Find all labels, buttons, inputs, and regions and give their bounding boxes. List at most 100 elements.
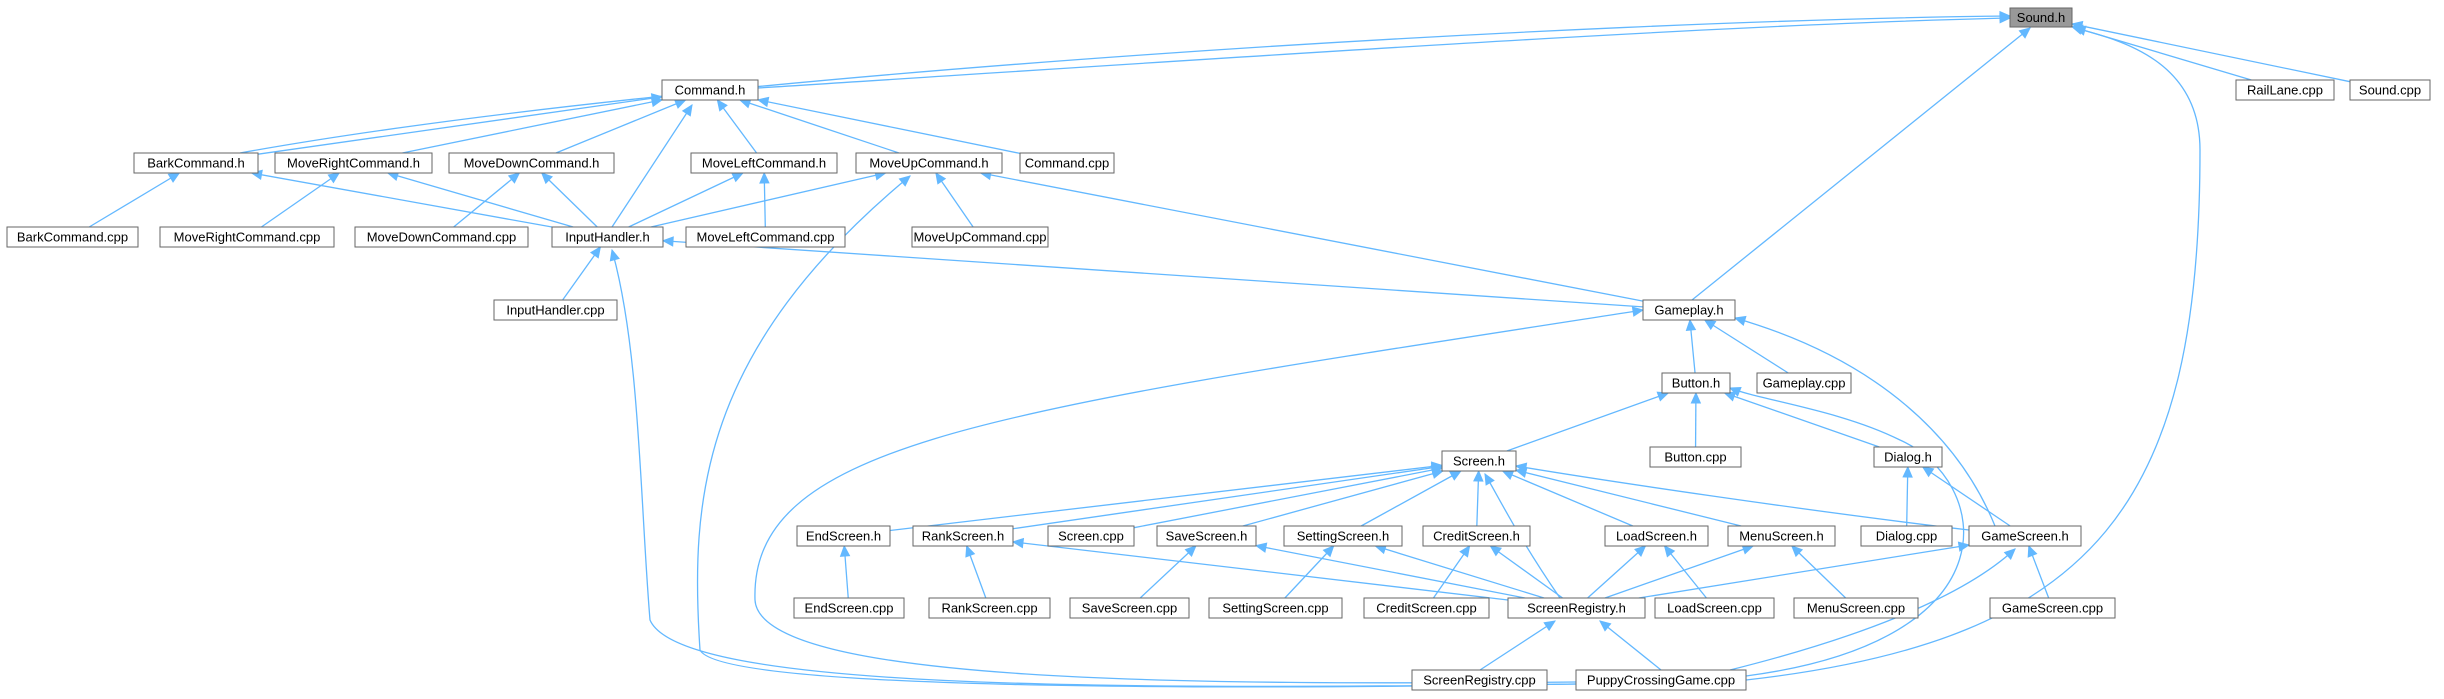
node-screenRegistry-cpp[interactable]: ScreenRegistry.cpp	[1411, 669, 1548, 691]
node-moveUpCommand-cpp[interactable]: MoveUpCommand.cpp	[911, 226, 1049, 248]
node-dialog-h[interactable]: Dialog.h	[1873, 446, 1943, 468]
node-label: InputHandler.h	[565, 230, 650, 245]
node-loadScreen-h[interactable]: LoadScreen.h	[1604, 525, 1709, 547]
edge-line	[562, 246, 601, 301]
node-moveRightCommand-cpp[interactable]: MoveRightCommand.cpp	[159, 226, 335, 248]
edge-inputHandler_cpp-to-inputHandler_h	[562, 246, 602, 301]
node-box	[1019, 152, 1115, 174]
edge-creditScreen_h-to-screen_h	[1473, 469, 1484, 527]
node-dialog-cpp[interactable]: Dialog.cpp	[1860, 525, 1953, 547]
node-puppyCrossingGame-cpp[interactable]: PuppyCrossingGame.cpp	[1575, 669, 1747, 691]
node-rankScreen-cpp[interactable]: RankScreen.cpp	[928, 597, 1051, 619]
node-sound-cpp[interactable]: Sound.cpp	[2349, 79, 2431, 101]
edge-line	[935, 172, 974, 228]
node-railLane-cpp[interactable]: RailLane.cpp	[2235, 79, 2335, 101]
node-gameplay-h[interactable]: Gameplay.h	[1642, 299, 1736, 321]
node-command-cpp[interactable]: Command.cpp	[1019, 152, 1115, 174]
arrowhead	[1728, 387, 1742, 397]
arrowhead	[1449, 470, 1462, 481]
node-screenRegistry-h[interactable]: ScreenRegistry.h	[1507, 597, 1646, 619]
edge-line	[1515, 469, 1742, 527]
edge-line	[1638, 544, 1970, 599]
node-moveDownCommand-h[interactable]: MoveDownCommand.h	[448, 152, 615, 174]
edge-dialog_h-to-button_h	[1723, 391, 1880, 448]
node-inputHandler-h[interactable]: InputHandler.h	[551, 226, 664, 248]
edge-line	[1012, 541, 1509, 601]
node-endScreen-h[interactable]: EndScreen.h	[796, 525, 891, 547]
node-button-cpp[interactable]: Button.cpp	[1649, 446, 1742, 468]
edge-line	[1724, 392, 1880, 448]
arrowhead	[1543, 620, 1557, 632]
edge-line	[980, 172, 1644, 302]
arrowhead	[759, 171, 770, 184]
edge-button_cpp-to-button_h	[1690, 391, 1702, 448]
node-saveScreen-h[interactable]: SaveScreen.h	[1156, 525, 1257, 547]
edge-line	[739, 99, 900, 154]
node-label: MenuScreen.cpp	[1807, 601, 1905, 616]
node-gameplay-cpp[interactable]: Gameplay.cpp	[1756, 372, 1852, 394]
node-box	[1156, 525, 1257, 547]
node-screen-cpp[interactable]: Screen.cpp	[1047, 525, 1135, 547]
node-label: Gameplay.cpp	[1763, 376, 1846, 391]
edge-gameplay_h-to-sound_h	[1691, 27, 2031, 301]
node-loadScreen-cpp[interactable]: LoadScreen.cpp	[1654, 597, 1775, 619]
arrowhead	[661, 236, 674, 247]
node-box	[1860, 525, 1953, 547]
edge-line	[402, 99, 663, 154]
node-box	[1756, 372, 1852, 394]
edge-line	[1432, 545, 1471, 599]
node-label: MoveUpCommand.cpp	[914, 230, 1047, 245]
node-barkCommand-h[interactable]: BarkCommand.h	[133, 152, 259, 174]
node-label: Button.h	[1672, 376, 1720, 391]
edge-line	[1242, 470, 1443, 527]
edge-railLane_cpp-to-sound_h	[2070, 24, 2252, 81]
node-command-h[interactable]: Command.h	[661, 79, 759, 101]
node-moveRightCommand-h[interactable]: MoveRightCommand.h	[274, 152, 433, 174]
node-gameScreen-cpp[interactable]: GameScreen.cpp	[1989, 597, 2116, 619]
node-menuScreen-h[interactable]: MenuScreen.h	[1727, 525, 1836, 547]
node-menuScreen-cpp[interactable]: MenuScreen.cpp	[1793, 597, 1919, 619]
edge-line	[611, 104, 693, 228]
node-sound-h[interactable]: Sound.h	[2009, 7, 2073, 28]
node-settingScreen-cpp[interactable]: SettingScreen.cpp	[1208, 597, 1343, 619]
node-box	[928, 597, 1051, 619]
node-screen-h[interactable]: Screen.h	[1441, 450, 1517, 472]
node-label: MoveRightCommand.cpp	[174, 230, 321, 245]
node-label: BarkCommand.h	[147, 156, 245, 171]
node-gameScreen-h[interactable]: GameScreen.h	[1968, 525, 2082, 547]
arrowhead	[609, 248, 620, 262]
edge-line	[1484, 473, 1561, 599]
arrowhead	[2003, 548, 2016, 561]
edge-moveRightCommand_cpp-to-moveRightCommand_h	[261, 172, 341, 228]
node-box	[1575, 669, 1747, 691]
node-barkCommand-cpp[interactable]: BarkCommand.cpp	[6, 226, 139, 248]
node-box	[793, 597, 905, 619]
edge-line	[628, 172, 744, 228]
node-box	[1507, 597, 1646, 619]
node-box	[6, 226, 139, 248]
node-endScreen-cpp[interactable]: EndScreen.cpp	[793, 597, 905, 619]
node-creditScreen-cpp[interactable]: CreditScreen.cpp	[1363, 597, 1490, 619]
node-box	[1047, 525, 1135, 547]
node-moveLeftCommand-h[interactable]: MoveLeftCommand.h	[690, 152, 838, 174]
edge-line	[1255, 544, 1526, 599]
node-creditScreen-h[interactable]: CreditScreen.h	[1422, 525, 1531, 547]
node-label: MoveLeftCommand.cpp	[696, 230, 834, 245]
arrowhead	[1902, 465, 1913, 478]
node-settingScreen-h[interactable]: SettingScreen.h	[1283, 525, 1403, 547]
edge-line	[754, 309, 1644, 684]
node-moveUpCommand-h[interactable]: MoveUpCommand.h	[855, 152, 1003, 174]
node-rankScreen-h[interactable]: RankScreen.h	[912, 525, 1014, 547]
arrowhead	[2018, 27, 2031, 39]
node-label: Dialog.cpp	[1876, 529, 1937, 544]
edge-line	[453, 172, 520, 228]
edges-layer	[88, 10, 2351, 688]
node-moveLeftCommand-cpp[interactable]: MoveLeftCommand.cpp	[685, 226, 846, 248]
node-label: SaveScreen.h	[1166, 529, 1248, 544]
node-saveScreen-cpp[interactable]: SaveScreen.cpp	[1069, 597, 1190, 619]
node-button-h[interactable]: Button.h	[1661, 372, 1731, 394]
node-label: ScreenRegistry.cpp	[1423, 673, 1535, 688]
node-moveDownCommand-cpp[interactable]: MoveDownCommand.cpp	[354, 226, 529, 248]
node-inputHandler-cpp[interactable]: InputHandler.cpp	[493, 299, 618, 321]
edge-screenRegistry_h-to-settingScreen_h	[1374, 544, 1545, 599]
